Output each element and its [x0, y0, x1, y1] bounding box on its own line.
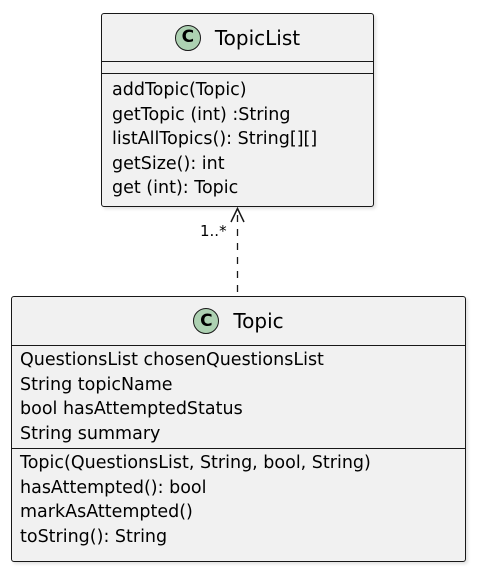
class-name: TopicList [214, 25, 301, 50]
method: listAllTopics(): String[][] [112, 129, 318, 149]
method: addTopic(Topic) [112, 80, 247, 100]
method: getTopic (int) :String [112, 104, 291, 125]
field: QuestionsList chosenQuestionsList [20, 350, 324, 370]
method: markAsAttempted() [20, 502, 193, 522]
field: String topicName [20, 374, 173, 395]
class-header: C TopicList [102, 14, 373, 61]
methods-section: addTopic(Topic) getTopic (int) :String l… [102, 74, 373, 201]
method: getSize(): int [112, 153, 225, 174]
divider [102, 61, 373, 62]
method: toString(): String [20, 526, 168, 547]
field: bool hasAttemptedStatus [20, 399, 243, 419]
method: get (int): Topic [112, 178, 239, 198]
method: Topic(QuestionsList, String, bool, Strin… [20, 453, 371, 473]
field: String summary [20, 423, 161, 444]
arrow-head [230, 206, 245, 223]
divider [102, 73, 373, 74]
divider [12, 448, 465, 449]
class-name: Topic [233, 309, 284, 333]
class-stereotype-icon: C [193, 308, 220, 334]
fields-section: QuestionsList chosenQuestionsList String… [12, 346, 465, 448]
multiplicity-label: 1..* [200, 222, 227, 240]
class-stereotype-icon: C [174, 24, 201, 51]
methods-section: Topic(QuestionsList, String, bool, Strin… [12, 449, 465, 549]
class-topic: C Topic QuestionsList chosenQuestionsLis… [11, 296, 466, 562]
class-topiclist: C TopicList addTopic(Topic) getTopic (in… [101, 13, 374, 207]
divider [12, 345, 465, 346]
fields-section [102, 62, 373, 73]
class-header: C Topic [12, 297, 465, 345]
method: hasAttempted(): bool [20, 477, 207, 498]
